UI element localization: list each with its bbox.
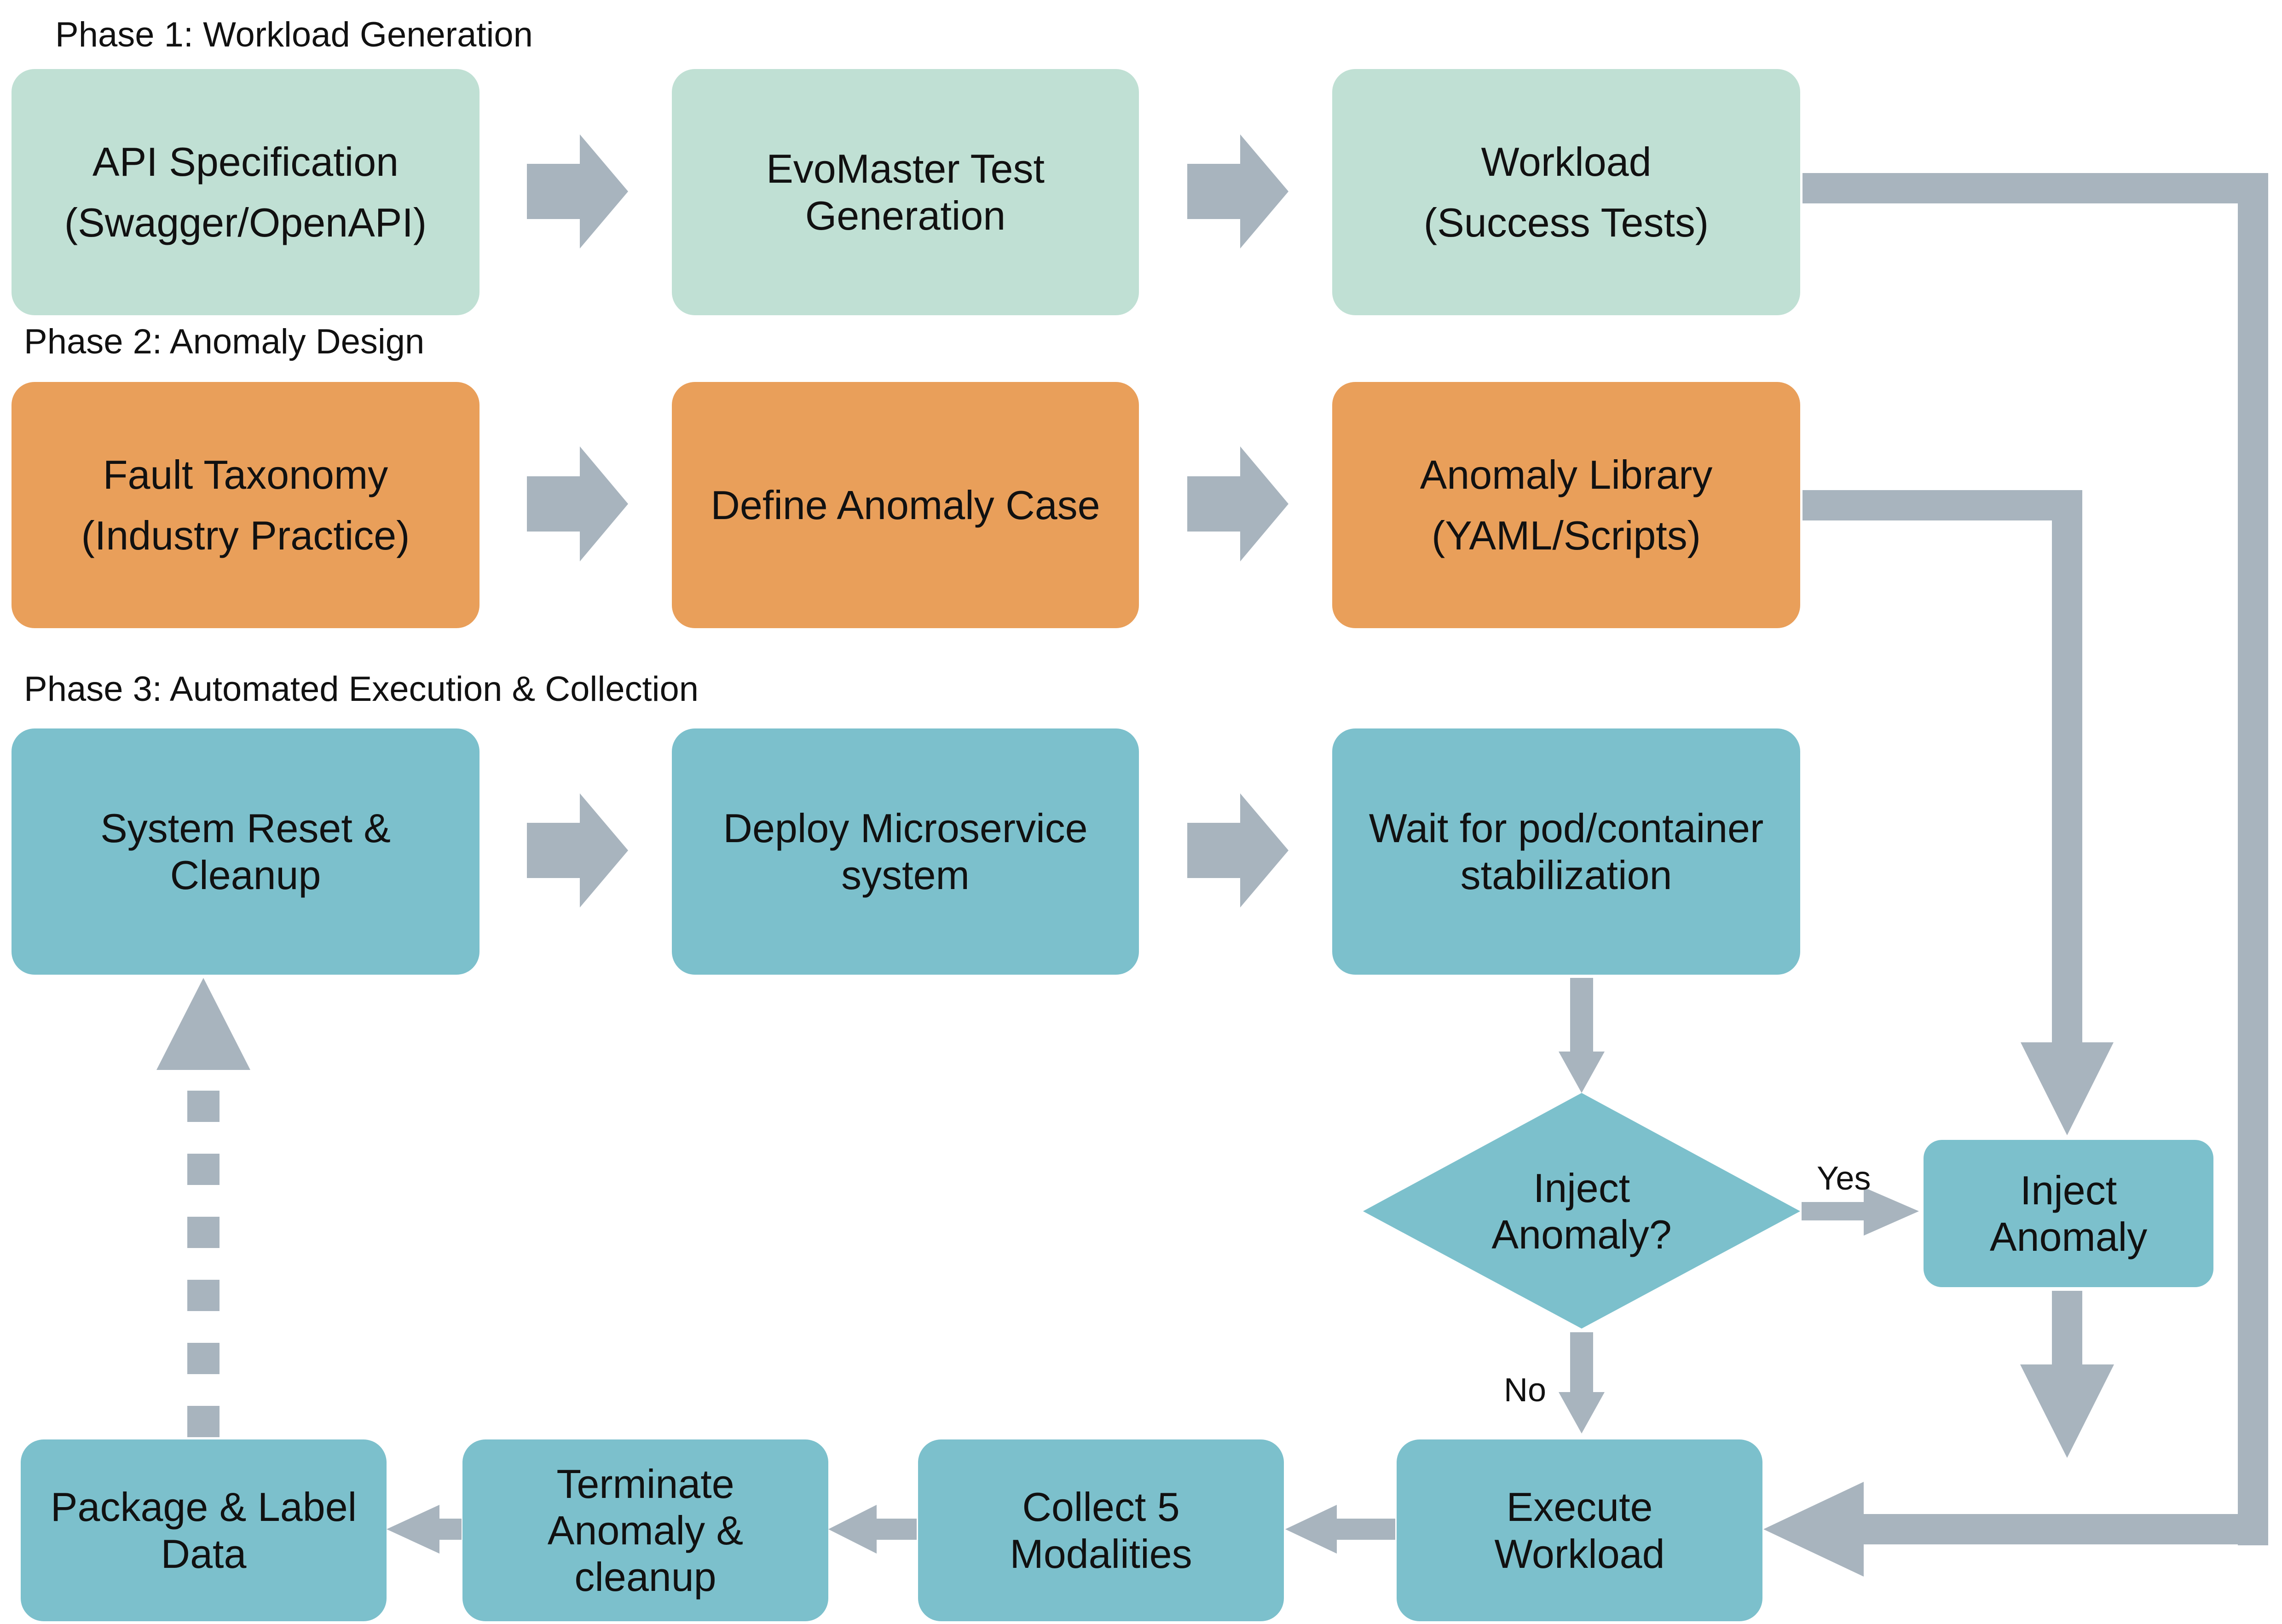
arrow-taxonomy-to-define xyxy=(527,446,628,561)
collect-modalities-line1: Collect 5 xyxy=(1022,1484,1180,1530)
phase-2-title: Phase 2: Anomaly Design xyxy=(24,322,425,361)
deploy-microservice-box: Deploy Microservice system xyxy=(672,728,1139,975)
inject-down-shaft xyxy=(2052,1291,2082,1369)
fault-taxonomy-box: Fault Taxonomy (Industry Practice) xyxy=(12,382,480,628)
wait-stabilization-line2: stabilization xyxy=(1460,852,1672,898)
system-reset-line2: Cleanup xyxy=(170,852,321,898)
collect-modalities-line2: Modalities xyxy=(1010,1531,1192,1577)
decision-diamond xyxy=(1363,1093,1800,1329)
terminate-anomaly-box: Terminate Anomaly & cleanup xyxy=(462,1439,828,1621)
return-dash xyxy=(187,1406,220,1437)
api-specification-box: API Specification (Swagger/OpenAPI) xyxy=(12,69,480,315)
fault-taxonomy-line1: Fault Taxonomy xyxy=(103,452,388,498)
phase-1-title: Phase 1: Workload Generation xyxy=(55,15,533,54)
system-reset-box: System Reset & Cleanup xyxy=(12,728,480,975)
workload-route-arrowhead xyxy=(1763,1482,1864,1577)
evomaster-line1: EvoMaster Test xyxy=(766,146,1045,192)
arrow-define-to-library xyxy=(1187,446,1288,561)
execute-workload-line1: Execute xyxy=(1506,1484,1653,1530)
terminate-anomaly-line1: Terminate xyxy=(556,1461,734,1507)
decision-label: Inject Anomaly? xyxy=(1455,1142,1708,1280)
terminate-anomaly-line3: cleanup xyxy=(574,1554,716,1600)
return-dash xyxy=(187,1343,220,1374)
anomaly-library-line2: (YAML/Scripts) xyxy=(1431,512,1701,558)
phase-3-title: Phase 3: Automated Execution & Collectio… xyxy=(24,670,699,709)
decision-to-execute-shaft xyxy=(1570,1332,1593,1397)
package-label-line1: Package & Label xyxy=(50,1484,357,1530)
inject-anomaly-line1: Inject xyxy=(2020,1167,2117,1213)
wait-stabilization-box: Wait for pod/container stabilization xyxy=(1332,728,1800,975)
execute-workload-box: Execute Workload xyxy=(1397,1439,1762,1621)
return-arrowhead xyxy=(156,978,250,1070)
wait-stabilization-line1: Wait for pod/container xyxy=(1369,805,1764,851)
yes-label: Yes xyxy=(1817,1160,1871,1197)
define-anomaly-case-box: Define Anomaly Case xyxy=(672,382,1139,628)
workload-route-vertical-right xyxy=(2238,173,2268,1545)
define-anomaly-case-label: Define Anomaly Case xyxy=(711,482,1100,528)
decision-line2: Anomaly? xyxy=(1491,1212,1672,1257)
return-dash xyxy=(187,1091,220,1122)
return-dash xyxy=(187,1280,220,1311)
workload-line2: (Success Tests) xyxy=(1423,199,1709,245)
deploy-microservice-line2: system xyxy=(841,852,970,898)
return-dash xyxy=(187,1217,220,1248)
no-label: No xyxy=(1504,1372,1547,1409)
decision-line1: Inject xyxy=(1533,1165,1630,1211)
arrow-terminate-to-package xyxy=(387,1505,462,1554)
package-label-line2: Data xyxy=(161,1531,247,1577)
inject-anomaly-line2: Anomaly xyxy=(1989,1214,2148,1260)
anomaly-library-line1: Anomaly Library xyxy=(1420,452,1713,498)
workload-route-horizontal-bottom xyxy=(1859,1514,2268,1544)
library-route-vertical xyxy=(2052,490,2082,1047)
execute-workload-line2: Workload xyxy=(1494,1531,1665,1577)
wait-to-decision-head xyxy=(1559,1052,1605,1093)
wait-to-decision-shaft xyxy=(1570,978,1593,1054)
decision-to-inject-head xyxy=(1864,1187,1919,1236)
library-route-horizontal xyxy=(1802,490,2082,520)
decision-to-execute-head xyxy=(1559,1392,1605,1433)
return-dash xyxy=(187,1154,220,1185)
evomaster-box: EvoMaster Test Generation xyxy=(672,69,1139,315)
workload-line1: Workload xyxy=(1481,139,1652,185)
anomaly-library-box: Anomaly Library (YAML/Scripts) xyxy=(1332,382,1800,628)
evomaster-line2: Generation xyxy=(805,192,1006,238)
fault-taxonomy-line2: (Industry Practice) xyxy=(81,512,410,558)
inject-anomaly-box: Inject Anomaly xyxy=(1924,1140,2213,1287)
arrow-deploy-to-wait xyxy=(1187,793,1288,907)
arrow-reset-to-deploy xyxy=(527,793,628,907)
workload-box: Workload (Success Tests) xyxy=(1332,69,1800,315)
system-reset-line1: System Reset & xyxy=(100,805,391,851)
collect-modalities-box: Collect 5 Modalities xyxy=(918,1439,1284,1621)
arrow-evomaster-to-workload xyxy=(1187,134,1288,249)
arrow-execute-to-collect xyxy=(1285,1505,1395,1554)
arrow-api-to-evomaster xyxy=(527,134,628,249)
arrow-collect-to-terminate xyxy=(828,1505,917,1554)
api-specification-line2: (Swagger/OpenAPI) xyxy=(64,199,427,245)
terminate-anomaly-line2: Anomaly & xyxy=(547,1507,744,1553)
deploy-microservice-line1: Deploy Microservice xyxy=(723,805,1088,851)
inject-down-head xyxy=(2020,1364,2114,1458)
package-label-box: Package & Label Data xyxy=(21,1439,387,1621)
library-route-arrowhead xyxy=(2021,1042,2114,1135)
api-specification-line1: API Specification xyxy=(92,139,399,185)
workload-route-horizontal-top xyxy=(1802,173,2242,203)
decision-to-inject-shaft xyxy=(1802,1202,1866,1220)
